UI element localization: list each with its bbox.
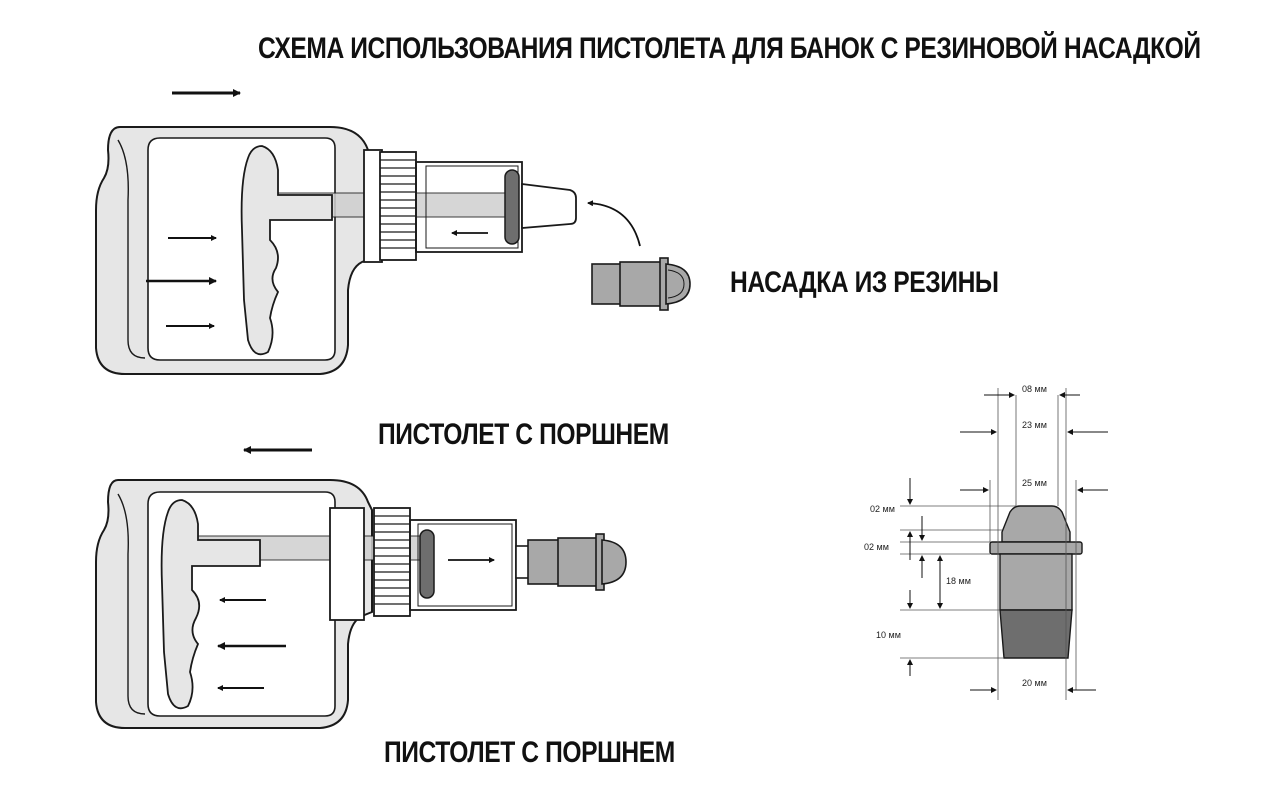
nozzle-tip [521,182,577,229]
dim-23: 23 мм [1022,420,1047,430]
knurled-collar-bottom [373,507,411,617]
dim-18: 18 мм [946,576,971,586]
nozzle-dimension-drawing: 08 мм 23 мм 25 мм 02 мм 02 мм 18 мм 10 м… [864,384,1108,700]
rubber-nozzle [591,257,691,311]
gun-top [95,89,641,375]
gun-bottom [95,446,627,729]
gun-top-label: ПИСТОЛЕТ С ПОРШНЕМ [378,418,669,451]
diagram-title: СХЕМА ИСПОЛЬЗОВАНИЯ ПИСТОЛЕТА ДЛЯ БАНОК … [258,32,1201,65]
knurled-collar [379,151,417,261]
dim-02-top: 02 мм [870,504,895,514]
attach-arrow [587,200,641,247]
dim-20: 20 мм [1022,678,1047,688]
dim-02-bottom: 02 мм [864,542,889,552]
gun-bottom-label: ПИСТОЛЕТ С ПОРШНЕМ [384,736,675,769]
rubber-nozzle-label: НАСАДКА ИЗ РЕЗИНЫ [730,266,999,299]
piston-seal [504,169,520,245]
dim-08: 08 мм [1022,384,1047,394]
piston-handle-bottom [160,499,261,710]
dim-25: 25 мм [1022,478,1047,488]
dim-10: 10 мм [876,630,901,640]
piston-handle [240,145,333,356]
